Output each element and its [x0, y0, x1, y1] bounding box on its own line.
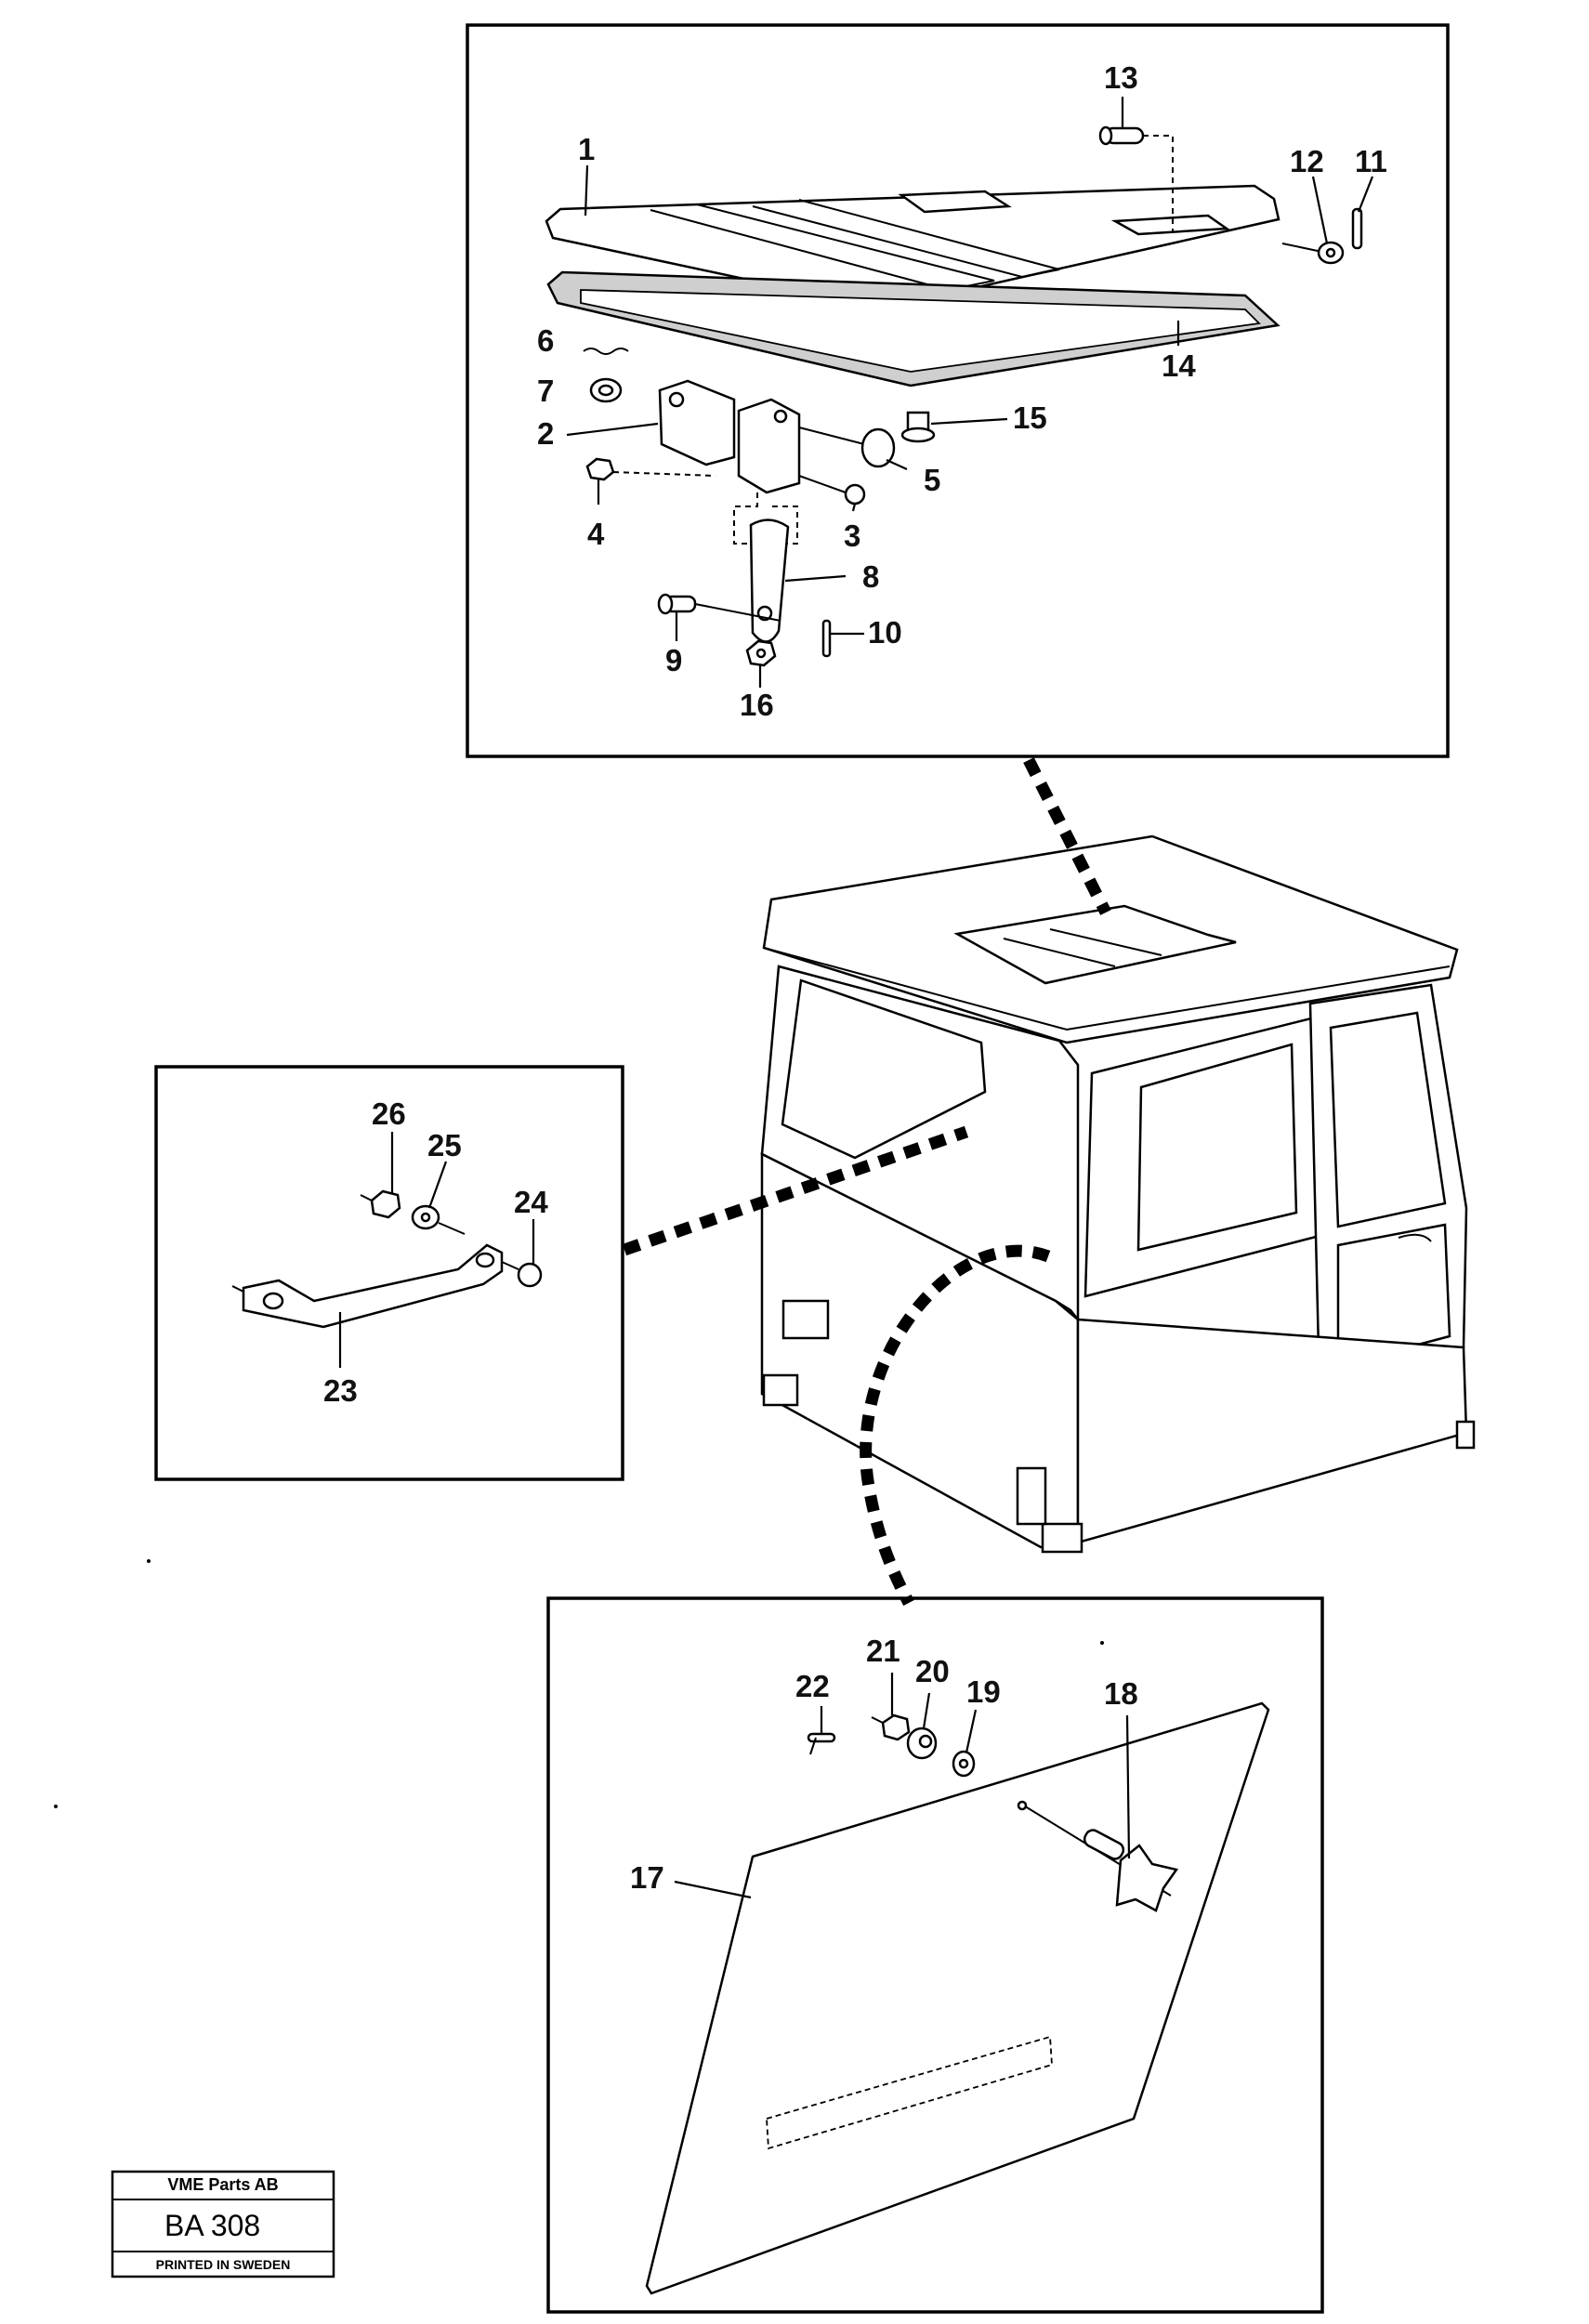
callout-24: 24 — [514, 1185, 548, 1219]
callout-12: 12 — [1290, 144, 1324, 178]
split-pin-11 — [1351, 207, 1363, 250]
title-block-code: BA 308 — [164, 2209, 261, 2242]
title-block-printed: PRINTED IN SWEDEN — [155, 2257, 291, 2272]
cab-body — [760, 834, 1476, 1554]
callout-11: 11 — [1355, 144, 1387, 178]
callout-17: 17 — [630, 1860, 664, 1895]
pin-10 — [821, 619, 832, 658]
title-block-frame — [111, 2170, 335, 2278]
connector-lines — [622, 757, 1111, 1606]
spacer-20 — [906, 1727, 938, 1760]
callout-6: 6 — [537, 323, 554, 358]
nut-4 — [585, 457, 716, 481]
arm-8 — [733, 492, 798, 643]
detail-box-roof-hatch — [466, 23, 1450, 758]
callout-7: 7 — [537, 374, 554, 408]
window-glass-17 — [645, 1701, 1270, 2295]
nut-26 — [360, 1189, 466, 1235]
pin-13 — [1098, 125, 1174, 232]
grab-handle-23 — [231, 1243, 504, 1329]
callout-1: 1 — [578, 132, 595, 166]
detail-box-grab-handle — [154, 1065, 624, 1481]
nut-15 — [900, 411, 936, 443]
callout-3: 3 — [844, 519, 860, 553]
screw-3 — [798, 475, 866, 506]
leaders-box1 — [566, 97, 1374, 688]
bolt-9 — [657, 593, 781, 622]
detail-box-side-window — [546, 1596, 1324, 2314]
callout-25: 25 — [427, 1128, 462, 1162]
callout-22: 22 — [795, 1669, 830, 1703]
callout-13: 13 — [1104, 60, 1138, 95]
washer-25 — [411, 1204, 440, 1230]
callout-19: 19 — [966, 1674, 1001, 1709]
callout-9: 9 — [665, 643, 682, 677]
callout-14: 14 — [1162, 348, 1196, 383]
callout-23: 23 — [323, 1373, 358, 1408]
pull-ring-5 — [860, 427, 896, 468]
spring-6 — [583, 348, 629, 355]
leaders-box3 — [674, 1673, 1131, 1899]
nut-16 — [745, 639, 777, 667]
hatch-cover — [545, 184, 1280, 310]
callout-4: 4 — [587, 517, 605, 551]
title-block-company: VME Parts AB — [167, 2175, 279, 2194]
callout-8: 8 — [862, 559, 879, 594]
pin-22 — [807, 1732, 836, 1755]
hatch-bracket — [658, 379, 865, 494]
callout-26: 26 — [372, 1096, 406, 1131]
callout-21: 21 — [866, 1634, 900, 1668]
callout-15: 15 — [1013, 400, 1047, 435]
clip-7 — [589, 377, 623, 403]
callout-10: 10 — [868, 615, 902, 650]
nut-21 — [871, 1713, 911, 1741]
callout-2: 2 — [537, 416, 554, 451]
leaders-box2 — [338, 1132, 535, 1368]
hatch-seal — [546, 270, 1280, 387]
scan-specks — [54, 1559, 1104, 1808]
callout-16: 16 — [740, 688, 774, 722]
cap-24 — [501, 1261, 543, 1288]
washer-12 — [1281, 241, 1345, 265]
washer-19 — [952, 1750, 976, 1778]
knob-18 — [1017, 1800, 1179, 1912]
callout-20: 20 — [915, 1654, 950, 1688]
callout-18: 18 — [1104, 1676, 1138, 1711]
callout-5: 5 — [924, 463, 940, 497]
